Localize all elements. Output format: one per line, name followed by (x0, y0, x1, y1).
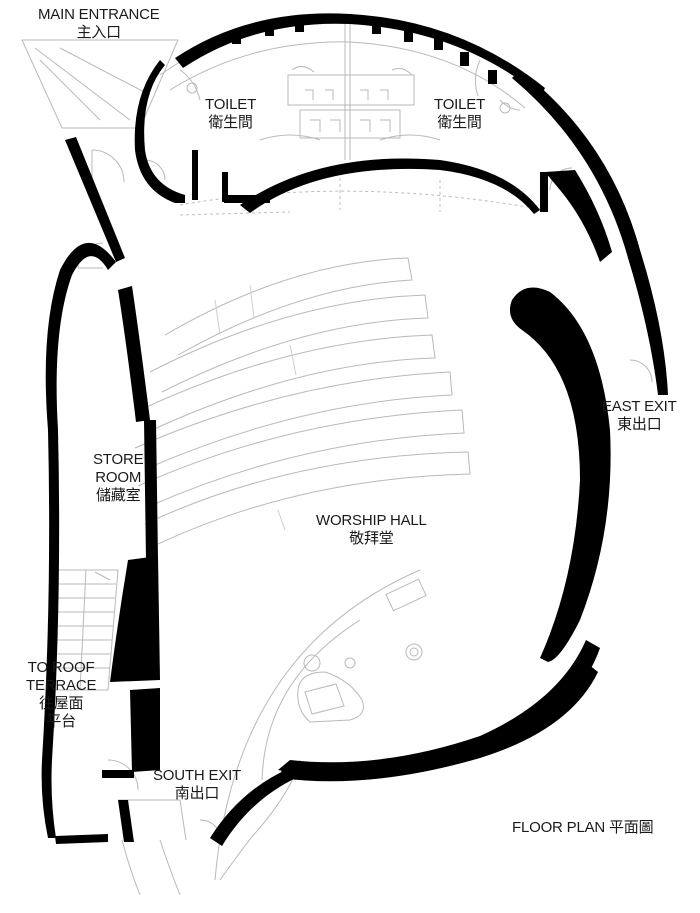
toilet-west-en: TOILET (205, 96, 257, 113)
lobby-dashed-lines (179, 178, 546, 216)
east-exit-zh: 東出口 (617, 416, 662, 433)
roof-terrace-label: TO ROOF TERRACE 往屋面 平台 (26, 659, 96, 731)
main-entrance-zh: 主入口 (76, 24, 122, 41)
store-room-en-1: STORE (93, 451, 144, 468)
south-exit-label: SOUTH EXIT 南出口 (153, 767, 241, 803)
toilet-east-label: TOILET 衛生間 (434, 96, 485, 132)
roof-terrace-en-1: TO ROOF (27, 659, 95, 676)
store-room-zh: 儲藏室 (96, 487, 141, 504)
east-exit-en: EAST EXIT (602, 398, 677, 415)
stage-area (214, 569, 427, 881)
roof-terrace-zh-2: 平台 (46, 713, 76, 730)
toilet-east-en: TOILET (434, 96, 486, 113)
east-exit-label: EAST EXIT 東出口 (602, 398, 677, 434)
main-entrance-en: MAIN ENTRANCE (38, 6, 160, 23)
seating-rows (134, 257, 471, 545)
store-room-en-2: ROOM (95, 469, 142, 486)
south-exit-en: SOUTH EXIT (153, 767, 242, 784)
main-entrance-label: MAIN ENTRANCE 主入口 (38, 6, 160, 42)
worship-hall-en: WORSHIP HALL (316, 512, 427, 529)
worship-hall-label: WORSHIP HALL 敬拜堂 (316, 512, 427, 548)
toilet-west-label: TOILET 衛生間 (205, 96, 256, 132)
south-exit-zh: 南出口 (174, 785, 220, 802)
entrance-canopy (21, 39, 179, 129)
store-room-label: STORE ROOM 儲藏室 (93, 451, 144, 505)
south-exit-ramp (118, 799, 187, 896)
floor-plan-title: FLOOR PLAN 平面圖 (512, 819, 654, 836)
walls (41, 13, 668, 846)
door-swings (77, 149, 653, 843)
worship-hall-zh: 敬拜堂 (349, 530, 394, 547)
toilet-west-zh: 衛生間 (208, 114, 253, 131)
toilet-east-zh: 衛生間 (437, 114, 482, 131)
roof-terrace-zh-1: 往屋面 (38, 695, 84, 712)
roof-terrace-en-2: TERRACE (26, 677, 97, 694)
